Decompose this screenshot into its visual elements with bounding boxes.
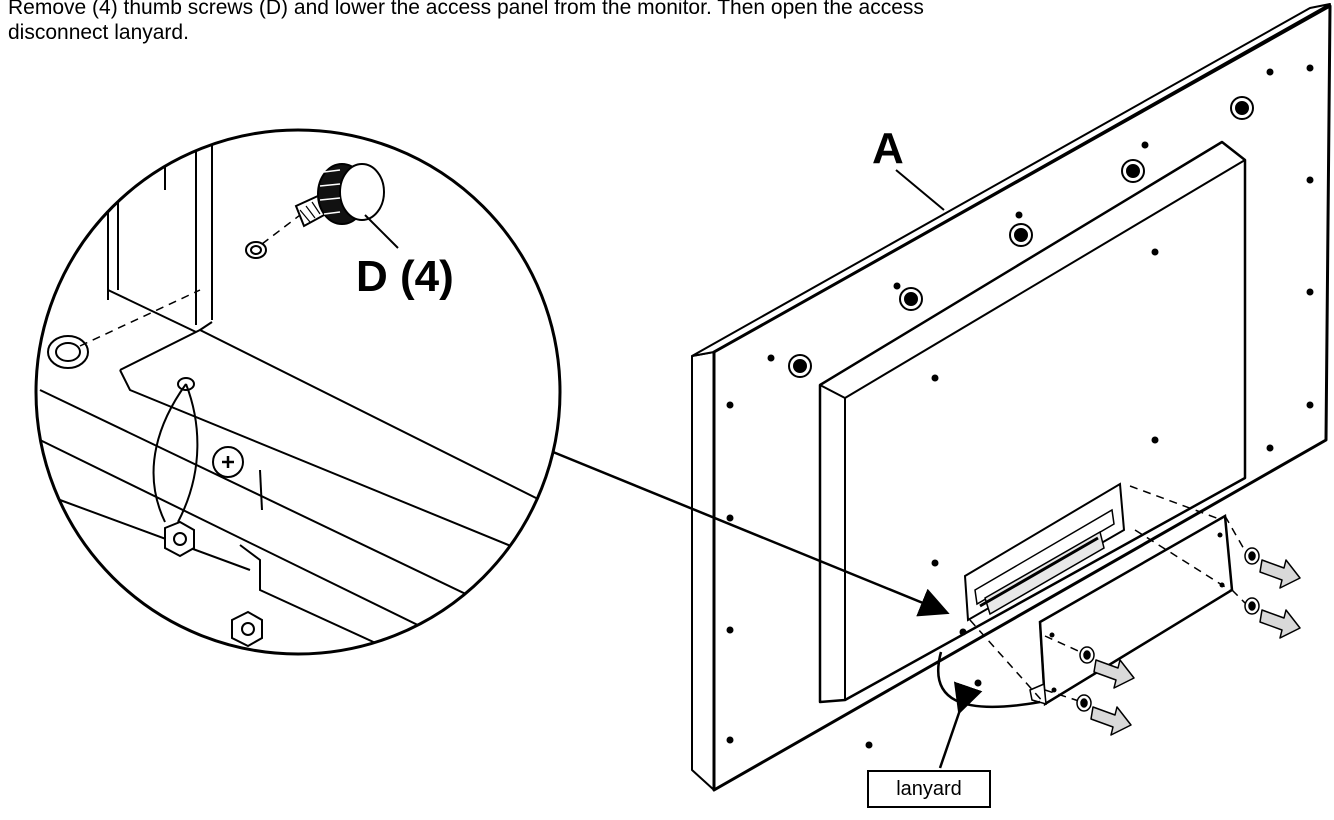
callout-thumb-screws-d: D (4) [356, 252, 454, 301]
thumb-screw-icons [1076, 547, 1260, 712]
monitor-bumpers [788, 96, 1254, 378]
detail-pointer-arrow [552, 450, 950, 617]
leader-line-a [895, 169, 945, 211]
callout-lanyard-box: lanyard [867, 770, 991, 808]
detail-magnifier [34, 128, 562, 656]
callout-lanyard-text: lanyard [896, 777, 962, 800]
access-opening [963, 482, 1126, 622]
callout-monitor-a: A [872, 124, 904, 173]
instruction-line-2: disconnect lanyard. [8, 21, 189, 44]
thumb-screw-detail [294, 163, 385, 228]
leader-line-d [364, 214, 399, 249]
monitor-panel [691, 3, 1332, 792]
leader-line-lanyard [938, 681, 983, 769]
removal-arrows [1090, 559, 1301, 736]
lanyard-cable [936, 651, 1041, 709]
instruction-line-1: Remove (4) thumb screws (D) and lower th… [8, 0, 924, 19]
